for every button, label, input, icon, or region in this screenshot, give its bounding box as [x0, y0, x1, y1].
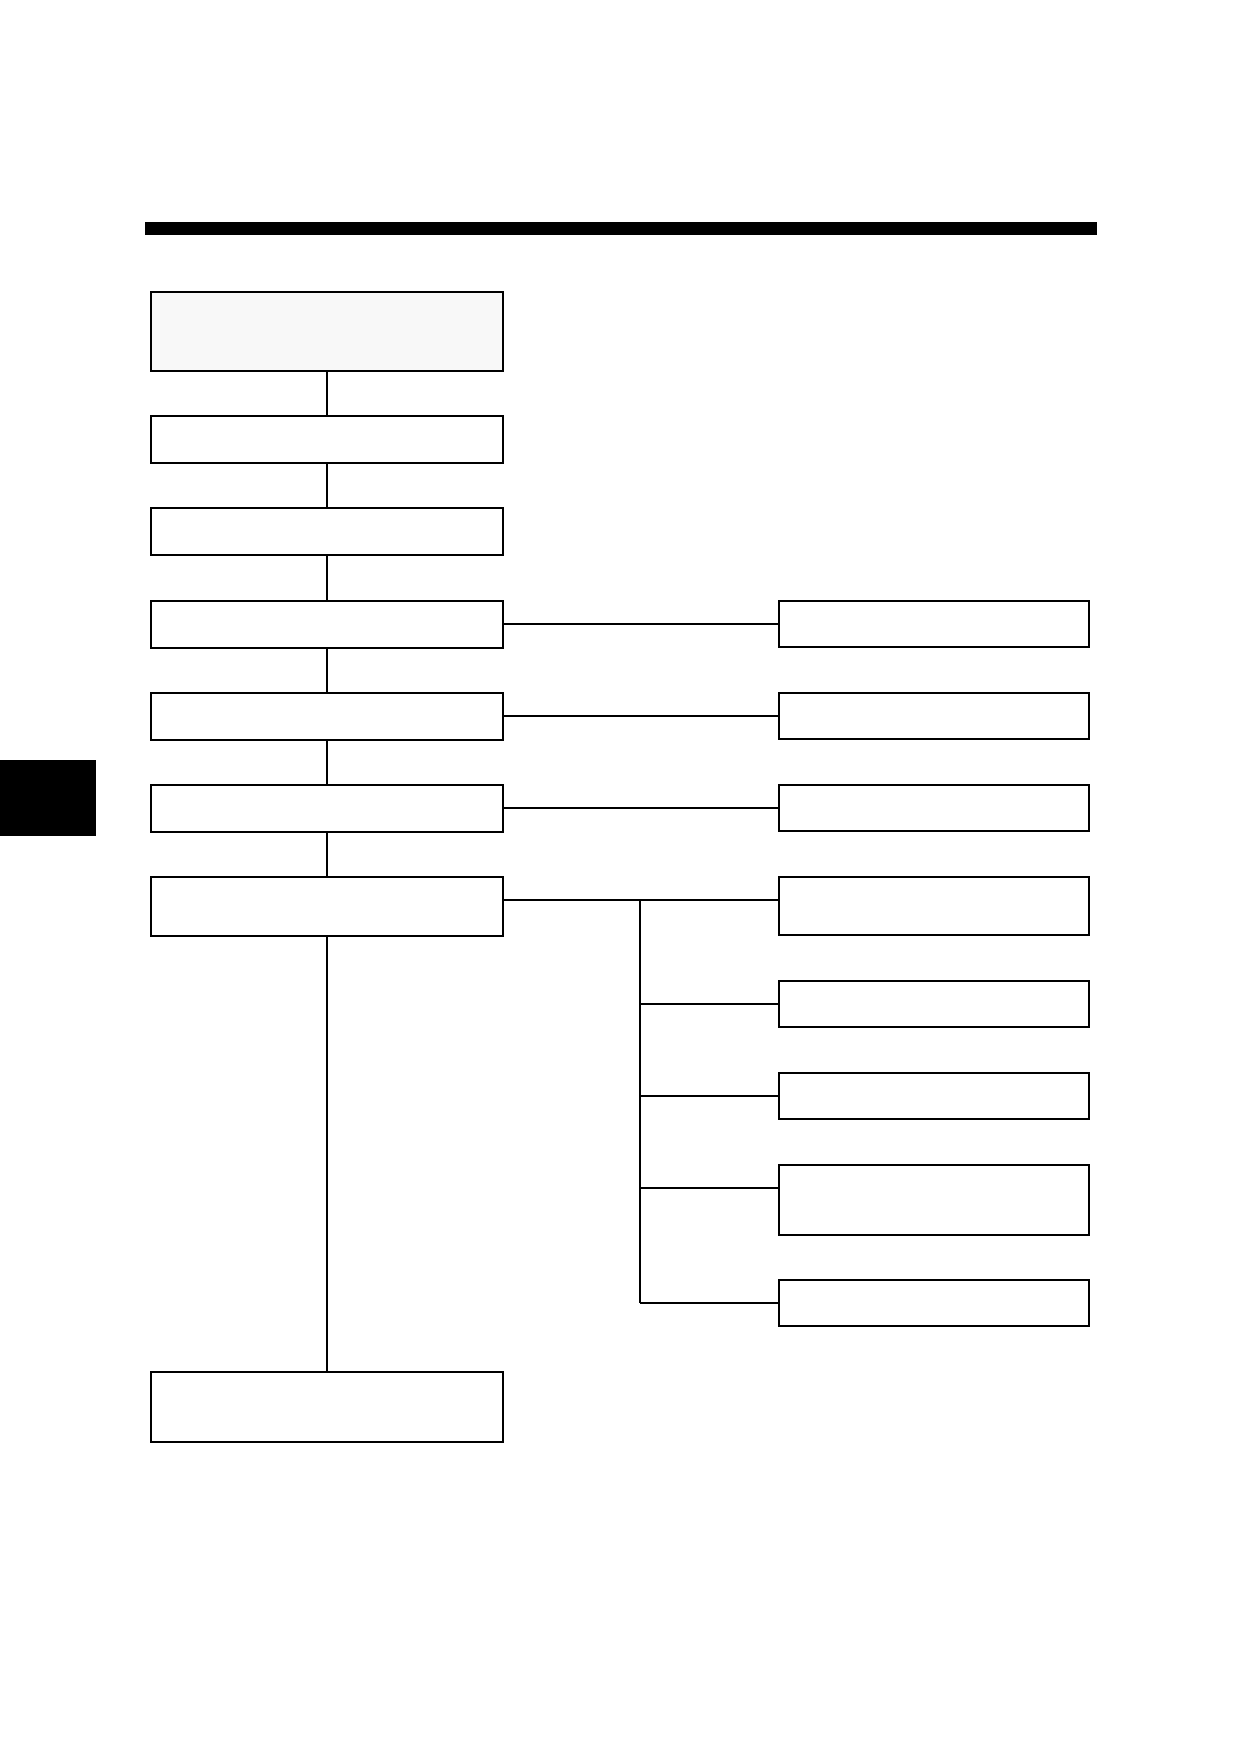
node-n6: [150, 784, 504, 833]
node-n4: [150, 600, 504, 649]
node-r6: [778, 1072, 1090, 1120]
nodes: [150, 291, 1090, 1443]
node-n1: [150, 291, 504, 372]
node-r5: [778, 980, 1090, 1028]
connectors: [326, 371, 779, 1372]
node-r7: [778, 1164, 1090, 1236]
node-r4: [778, 876, 1090, 936]
node-n5: [150, 692, 504, 741]
node-n2: [150, 415, 504, 464]
node-n7: [150, 876, 504, 937]
node-r3: [778, 784, 1090, 832]
node-n8: [150, 1371, 504, 1443]
header-rule: [145, 222, 1097, 235]
node-n3: [150, 507, 504, 556]
node-r1: [778, 600, 1090, 648]
node-r2: [778, 692, 1090, 740]
side-tab-marker: [0, 760, 96, 836]
node-r8: [778, 1279, 1090, 1327]
